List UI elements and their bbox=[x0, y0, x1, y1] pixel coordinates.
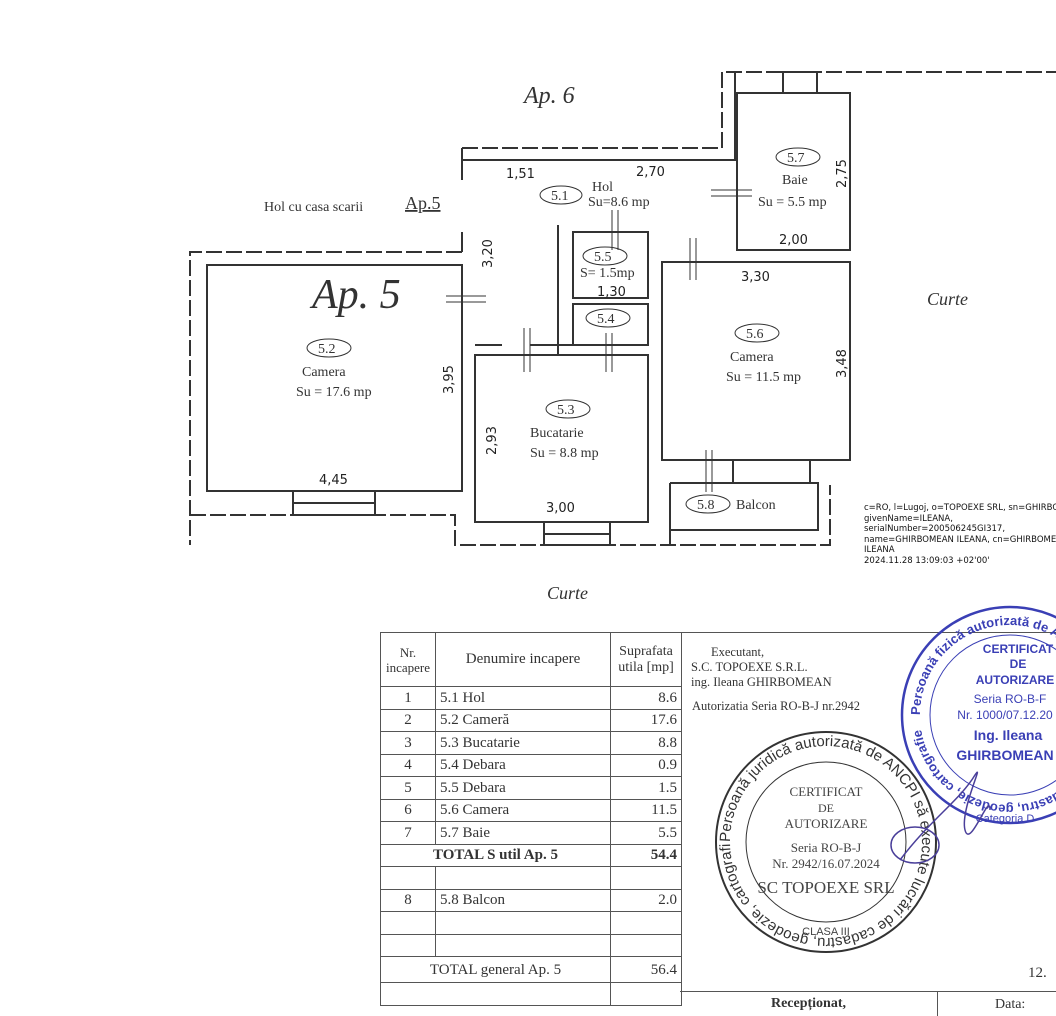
yard-label-bottom: Curte bbox=[547, 583, 588, 603]
room-code: 5.8 bbox=[697, 498, 715, 513]
room-name: Camera bbox=[730, 350, 774, 365]
scale-text: 12. bbox=[1028, 965, 1047, 981]
room-name: Baie bbox=[782, 173, 808, 188]
rooms-table: Nr. incapere Denumire incapere Suprafata… bbox=[380, 632, 682, 1006]
footer-row: Recepționat, Data: bbox=[680, 991, 1056, 1016]
dimension: 3,30 bbox=[741, 270, 770, 285]
room-area: Su = 17.6 mp bbox=[296, 385, 372, 400]
dimension: 3,95 bbox=[442, 365, 457, 394]
dimension: 3,20 bbox=[481, 239, 496, 268]
room-area: Su = 11.5 mp bbox=[726, 370, 801, 385]
room-code: 5.5 bbox=[594, 250, 612, 265]
room-code: 5.1 bbox=[551, 189, 569, 204]
executant-authorization: Autorizatia Seria RO-B-J nr.2942 bbox=[692, 699, 861, 713]
stair-hall-label: Hol cu casa scarii bbox=[264, 200, 363, 215]
room-name: Hol bbox=[592, 180, 613, 195]
dimension: 2,93 bbox=[485, 426, 500, 455]
room-area: S= 1.5mp bbox=[580, 266, 635, 281]
neighbor-label: Ap. 6 bbox=[522, 83, 575, 109]
dimension: 2,00 bbox=[779, 233, 808, 248]
yard-label-right: Curte bbox=[927, 289, 968, 309]
room-code: 5.3 bbox=[557, 403, 575, 418]
room-name: Balcon bbox=[736, 498, 776, 513]
dimension: 4,45 bbox=[319, 473, 348, 488]
room-area: Su = 8.8 mp bbox=[530, 446, 599, 461]
executant-company: S.C. TOPOEXE S.R.L. bbox=[691, 660, 808, 674]
room-code: 5.2 bbox=[318, 342, 336, 357]
stair-hall-ref: Ap.5 bbox=[405, 193, 441, 213]
dimension: 3,00 bbox=[546, 501, 575, 516]
header-area: Suprafata utila [mp] bbox=[610, 632, 682, 687]
room-name: Bucatarie bbox=[530, 426, 584, 441]
room-code: 5.7 bbox=[787, 151, 805, 166]
room-code: 5.6 bbox=[746, 327, 764, 342]
table-header: Nr. incapere Denumire incapere Suprafata… bbox=[380, 632, 682, 687]
apartment-label: Ap. 5 bbox=[309, 272, 401, 318]
header-nr: Nr. incapere bbox=[380, 632, 436, 687]
executant-engineer: ing. Ileana GHIRBOMEAN bbox=[691, 675, 832, 689]
received-label: Recepționat, bbox=[770, 996, 847, 1011]
room-area: Su = 5.5 mp bbox=[758, 195, 827, 210]
room-code: 5.4 bbox=[597, 312, 615, 327]
dimension: 2,70 bbox=[636, 165, 665, 180]
executant-panel: Executant, S.C. TOPOEXE S.R.L. ing. Ilea… bbox=[680, 632, 1056, 1016]
room-name: Camera bbox=[302, 365, 346, 380]
digital-signature-text: c=RO, l=Lugoj, o=TOPOEXE SRL, sn=GHIRBOM… bbox=[864, 503, 1056, 566]
executant-title: Executant, bbox=[711, 645, 765, 659]
dimension: 2,75 bbox=[835, 159, 850, 188]
date-label: Data: bbox=[995, 997, 1026, 1012]
dimension: 3,48 bbox=[835, 349, 850, 378]
dimension: 1,51 bbox=[506, 167, 535, 182]
header-name: Denumire incapere bbox=[435, 632, 611, 687]
room-area: Su=8.6 mp bbox=[588, 195, 650, 210]
dimension: 1,30 bbox=[597, 285, 626, 300]
